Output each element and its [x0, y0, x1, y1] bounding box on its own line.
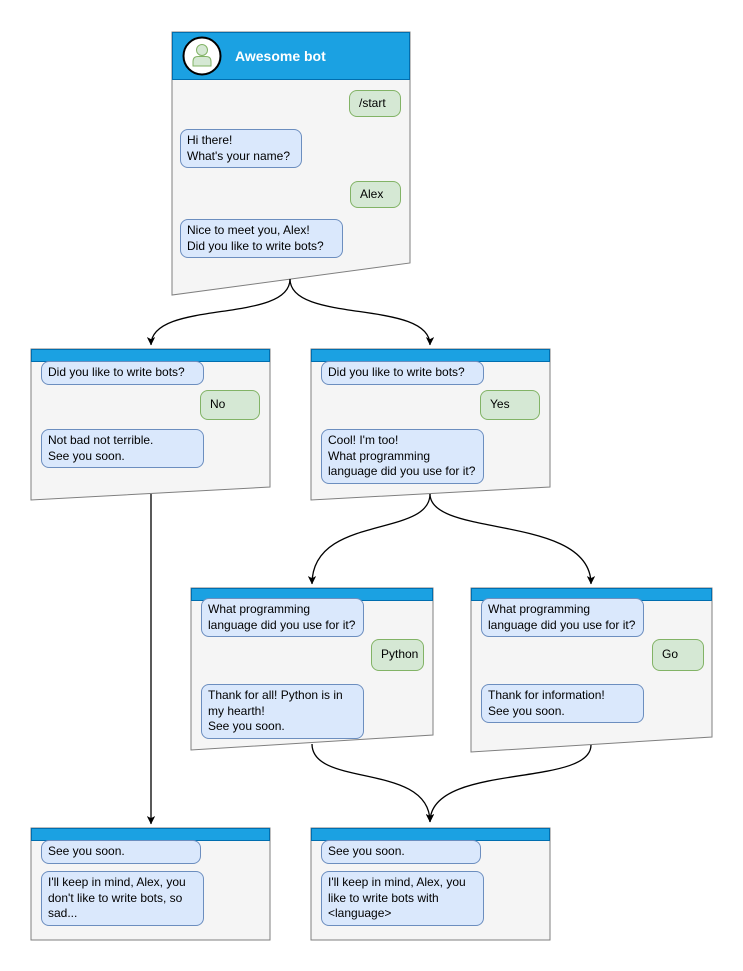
- chat-window-branch-no: Did you like to write bots? No Not bad n…: [31, 349, 270, 500]
- connector-root-to-yes: [289, 278, 435, 346]
- bot-message-bubble: Did you like to write bots?: [321, 361, 484, 385]
- bot-message-bubble: Nice to meet you, Alex! Did you like to …: [180, 219, 343, 259]
- bot-message-bubble: Thank for information! See you soon.: [481, 684, 644, 724]
- chat-window-branch-python: What programming language did you use fo…: [191, 588, 433, 750]
- chat-window-root: Awesome bot /start Hi there! What's your…: [172, 32, 410, 295]
- bot-message-bubble: Thank for all! Python is in my hearth! S…: [201, 684, 364, 739]
- connector-root-to-no: [146, 278, 291, 346]
- bot-message-bubble: See you soon.: [321, 840, 481, 864]
- bot-name-title: Awesome bot: [235, 48, 326, 64]
- bot-message-bubble: Not bad not terrible. See you soon.: [41, 429, 204, 469]
- user-message-bubble: Alex: [350, 181, 401, 208]
- chat-window-branch-go: What programming language did you use fo…: [471, 588, 712, 752]
- chat-window-end-no: See you soon. I'll keep in mind, Alex, y…: [31, 828, 270, 940]
- bot-message-bubble: What programming language did you use fo…: [201, 598, 364, 638]
- bot-avatar-icon: [182, 36, 222, 76]
- chat-window-branch-yes: Did you like to write bots? Yes Cool! I'…: [311, 349, 550, 500]
- bot-message-bubble: I'll keep in mind, Alex, you like to wri…: [321, 871, 484, 926]
- user-message-bubble: Yes: [480, 390, 540, 420]
- bot-message-bubble: What programming language did you use fo…: [481, 598, 644, 638]
- user-message-bubble: Go: [652, 639, 704, 671]
- connector-python-to-end: [311, 743, 435, 823]
- user-message-bubble: No: [200, 390, 260, 420]
- bot-message-bubble: Hi there! What's your name?: [180, 129, 302, 169]
- connector-yes-to-go: [429, 493, 596, 585]
- bot-message-bubble: Cool! I'm too! What programming language…: [321, 429, 484, 484]
- bot-message-bubble: See you soon.: [41, 840, 201, 864]
- connector-go-to-end: [425, 744, 592, 823]
- user-message-bubble: Python: [371, 639, 424, 671]
- chat-header: Awesome bot: [172, 32, 410, 80]
- connector-yes-to-python: [307, 493, 431, 585]
- bot-message-bubble: Did you like to write bots?: [41, 361, 204, 385]
- user-message-bubble: /start: [349, 90, 401, 117]
- bot-message-bubble: I'll keep in mind, Alex, you don't like …: [41, 871, 204, 926]
- chat-window-end-language: See you soon. I'll keep in mind, Alex, y…: [311, 828, 550, 940]
